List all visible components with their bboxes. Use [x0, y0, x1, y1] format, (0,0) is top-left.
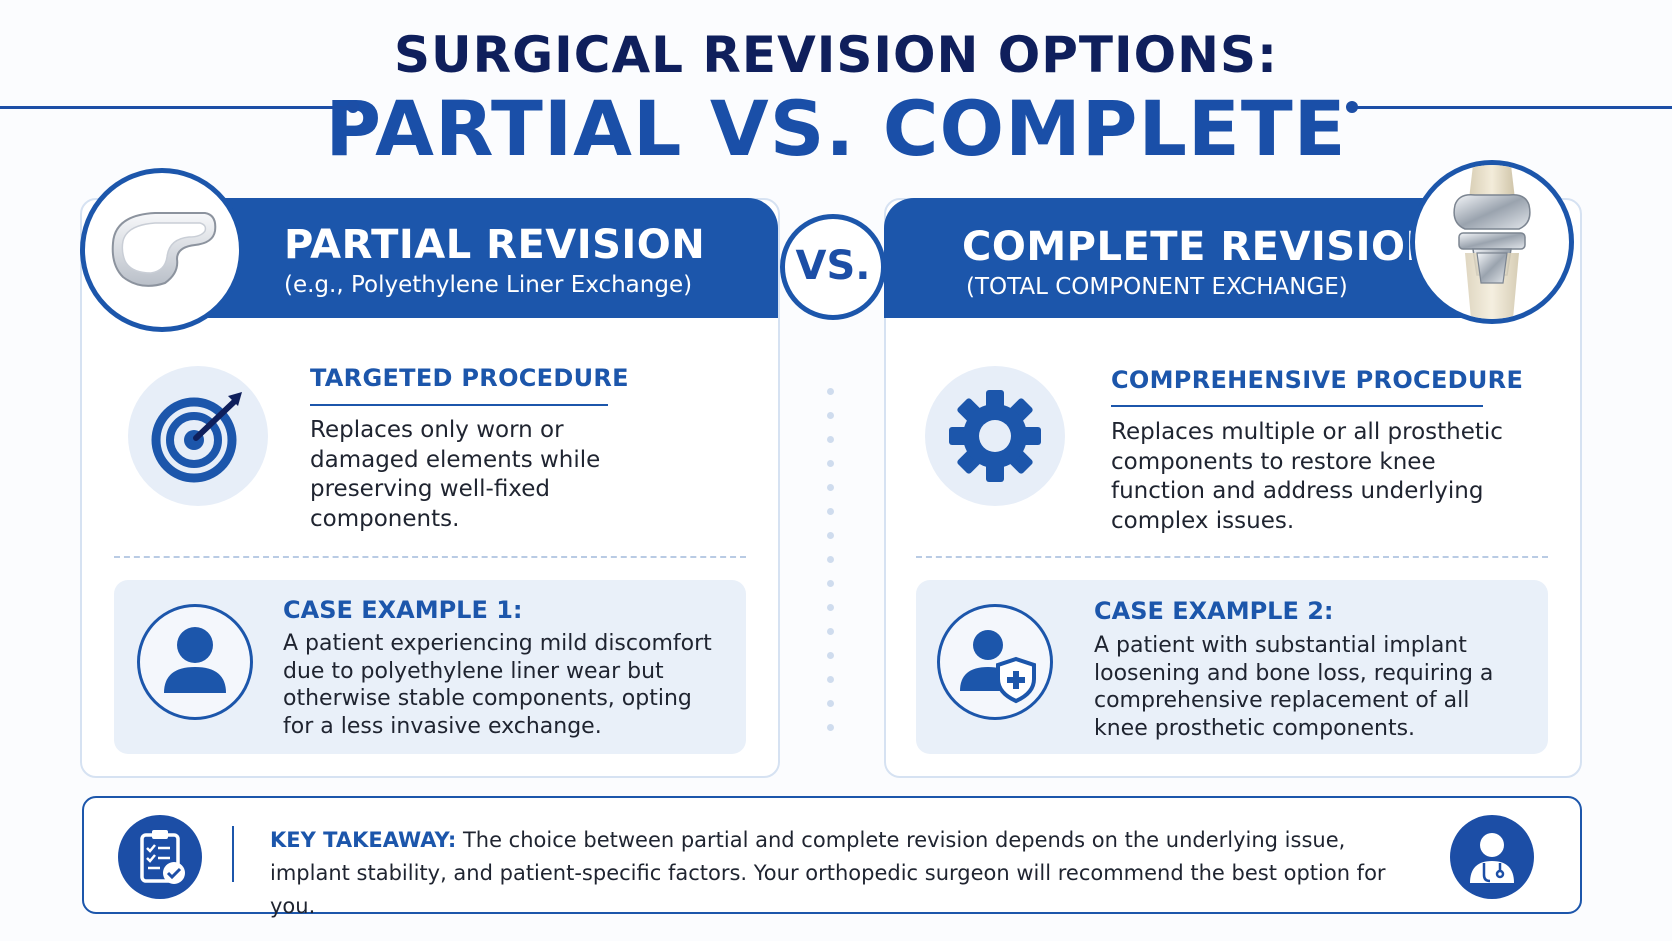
text-line: Replaces only worn or	[310, 417, 564, 443]
title-rule-right	[1352, 106, 1672, 109]
takeaway-line-2: implant stability, and patient-specific …	[270, 861, 1386, 918]
comprehensive-procedure-heading: COMPREHENSIVE PROCEDURE	[1111, 366, 1524, 394]
comprehensive-procedure-underline	[1111, 405, 1483, 407]
takeaway-line-1: KEY TAKEAWAY: The choice between partial…	[270, 824, 1430, 857]
text-line: otherwise stable components, opting	[283, 686, 692, 711]
clipboard-checklist-icon	[118, 815, 202, 899]
text-line: components to restore knee	[1111, 448, 1436, 475]
divider-dot	[827, 388, 834, 395]
text-line: knee prosthetic components.	[1094, 715, 1416, 741]
case-example-1-heading: CASE EXAMPLE 1:	[283, 596, 523, 624]
targeted-procedure-underline	[310, 404, 608, 406]
key-takeaway-label: KEY TAKEAWAY:	[270, 828, 457, 852]
text-line: due to polyethylene liner wear but	[283, 658, 664, 684]
text-line: A patient with substantial implant	[1094, 633, 1467, 658]
divider-dot	[827, 532, 834, 539]
text-line: preserving well-fixed	[310, 476, 550, 502]
partial-revision-title: PARTIAL REVISION	[284, 222, 706, 268]
divider-dot	[827, 604, 834, 611]
divider-dot	[827, 556, 834, 563]
text-line: function and address underlying	[1111, 478, 1484, 504]
text-line: complex issues.	[1111, 507, 1295, 534]
partial-revision-subtitle: (e.g., Polyethylene Liner Exchange)	[284, 272, 693, 298]
takeaway-separator	[232, 826, 234, 882]
text-line: comprehensive replacement of all	[1094, 688, 1470, 713]
text-line: A patient experiencing mild discomfort	[283, 631, 712, 656]
text-line: damaged elements while	[310, 446, 601, 473]
complete-revision-title: COMPLETE REVISION	[962, 224, 1440, 270]
knee-implant-image	[1410, 160, 1574, 324]
targeted-procedure-text: Replaces only worn or damaged elements w…	[310, 416, 710, 534]
polyethylene-liner-image	[80, 168, 244, 332]
person-icon	[137, 604, 138, 605]
divider-dot	[827, 460, 834, 467]
doctor-icon	[1450, 815, 1534, 899]
title-rule-right-dot	[1346, 101, 1358, 113]
title-line-1: SURGICAL REVISION OPTIONS:	[394, 26, 1278, 84]
target-icon	[148, 386, 248, 486]
text-line: Replaces multiple or all prosthetic	[1111, 419, 1503, 445]
case-example-2-text: A patient with substantial implant loose…	[1094, 632, 1534, 742]
complete-revision-subtitle: (TOTAL COMPONENT EXCHANGE)	[966, 274, 1348, 300]
divider-dot	[827, 508, 834, 515]
comprehensive-procedure-text: Replaces multiple or all prosthetic comp…	[1111, 418, 1551, 536]
divider-dot	[827, 628, 834, 635]
person-icon-ring	[137, 604, 253, 720]
title-line-2: PARTIAL VS. COMPLETE	[325, 84, 1347, 173]
divider-dot	[827, 436, 834, 443]
title-rule-left-dot	[347, 101, 359, 113]
text-line: components.	[310, 505, 460, 532]
targeted-procedure-heading: TARGETED PROCEDURE	[310, 364, 629, 392]
left-divider	[114, 556, 746, 558]
divider-dot	[827, 412, 834, 419]
gear-icon	[945, 386, 1045, 486]
complete-revision-banner	[884, 198, 1504, 318]
vs-badge: VS.	[780, 214, 886, 320]
text-line: for a less invasive exchange.	[283, 713, 602, 739]
text-line: loosening and bone loss, requiring a	[1094, 660, 1494, 686]
divider-dot	[827, 484, 834, 491]
right-divider	[916, 556, 1548, 558]
key-takeaway-box	[82, 796, 1582, 914]
case-example-1-text: A patient experiencing mild discomfort d…	[283, 630, 733, 740]
divider-dot	[827, 724, 834, 731]
person-shield-icon	[937, 604, 1053, 720]
title-rule-left	[0, 106, 352, 109]
takeaway-line-1-text: The choice between partial and complete …	[462, 828, 1346, 852]
divider-dot	[827, 676, 834, 683]
divider-dot	[827, 652, 834, 659]
partial-revision-banner	[150, 198, 778, 318]
key-takeaway-text: KEY TAKEAWAY: The choice between partial…	[270, 824, 1430, 923]
divider-dot	[827, 700, 834, 707]
case-example-2-heading: CASE EXAMPLE 2:	[1094, 597, 1334, 625]
divider-dot	[827, 580, 834, 587]
